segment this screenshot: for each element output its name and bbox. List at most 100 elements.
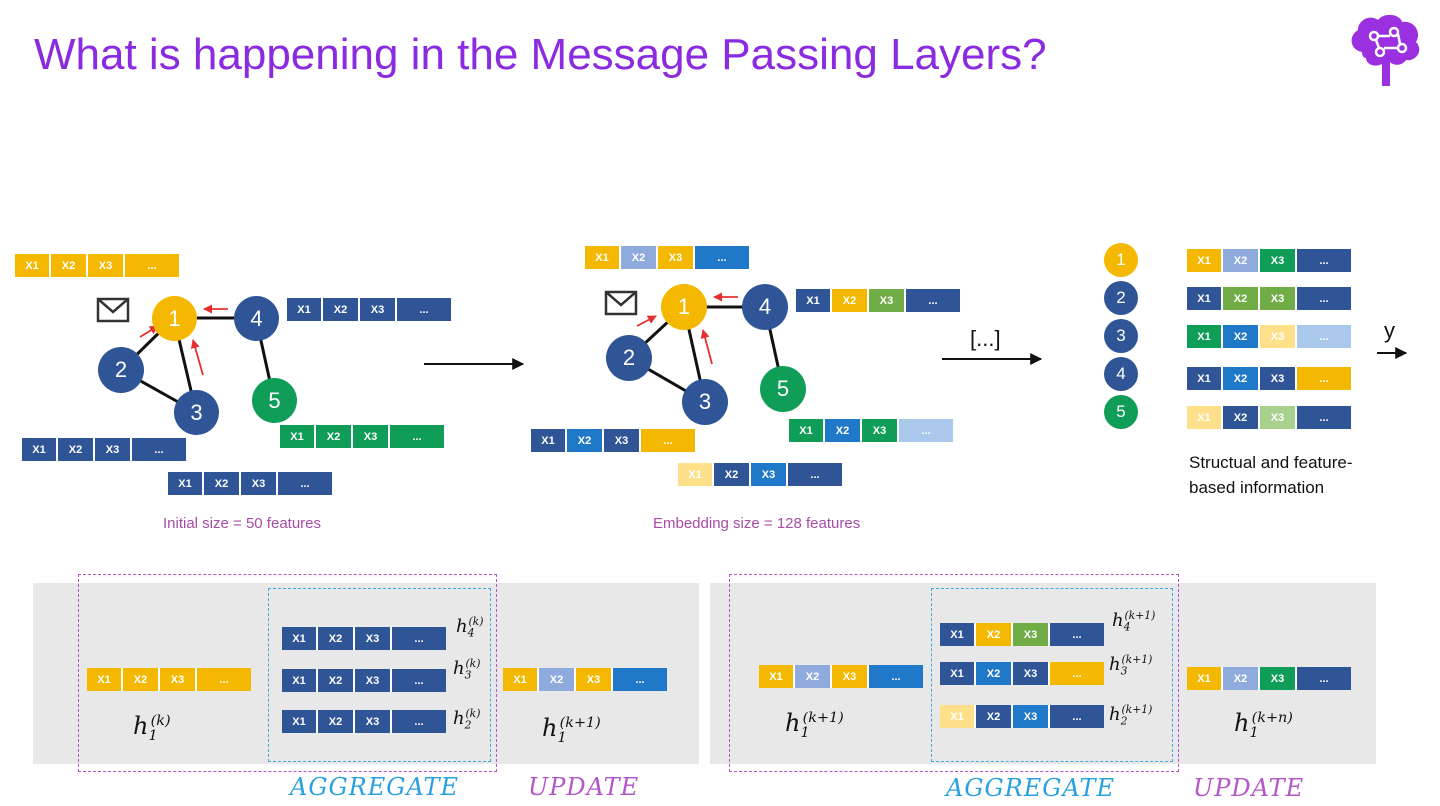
- h1-kn-label: h1(k+n): [1234, 709, 1300, 741]
- output-node-5: 5: [1104, 395, 1138, 429]
- vector-cell: X2: [1223, 406, 1260, 429]
- vector-cell: ...: [1050, 623, 1104, 646]
- embedding-vector: X1 X2 X3 ...: [585, 246, 749, 269]
- vector-cell: ...: [869, 665, 923, 688]
- embedding-vector: X1 X2 X3 ...: [531, 429, 695, 452]
- math-index: 3: [1120, 664, 1128, 678]
- math-index: 1: [800, 724, 810, 741]
- vector-cell: X2: [621, 246, 658, 269]
- feature-vector: X1 X2 X3 ...: [287, 298, 451, 321]
- h1-k1-label: h1(k+1): [785, 709, 851, 741]
- h4-k-label: h4(k): [456, 615, 489, 640]
- vector-cell: X1: [1187, 287, 1223, 310]
- vector-cell: ...: [788, 463, 842, 486]
- embedding-vector: X1 X2 X3 ...: [796, 289, 960, 312]
- vector-cell: ...: [1297, 325, 1351, 348]
- vector-cell: X2: [567, 429, 604, 452]
- vector-cell: X3: [832, 665, 869, 688]
- vector-cell: X2: [316, 425, 353, 448]
- aggregate-outline: [268, 588, 491, 762]
- h2-k-label: h2(k): [453, 707, 486, 732]
- vector-cell: X2: [123, 668, 160, 691]
- vector-cell: X1: [1187, 667, 1223, 690]
- math-index: 2: [1120, 714, 1128, 728]
- vector-cell: X2: [825, 419, 862, 442]
- vector-cell: X3: [869, 289, 906, 312]
- output-vector: X1 X2 X3 ...: [1187, 367, 1351, 390]
- vector-cell: X2: [976, 705, 1013, 728]
- vector-cell: X2: [204, 472, 241, 495]
- feature-vector: X1 X2 X3 ...: [15, 254, 179, 277]
- vector-cell: ...: [1297, 249, 1351, 272]
- math-layer: (k+1): [1124, 609, 1156, 622]
- vector-cell: ...: [906, 289, 960, 312]
- vector-cell: X2: [1223, 287, 1260, 310]
- output-vector: X1 X2 X3 ...: [1187, 287, 1351, 310]
- feature-vector: X1 X2 X3 ...: [280, 425, 444, 448]
- vector-cell: X3: [658, 246, 695, 269]
- feature-vector: X1 X2 X3 ...: [168, 472, 332, 495]
- vector-cell: X1: [585, 246, 621, 269]
- aggregate-label: AGGREGATE: [946, 774, 1115, 802]
- vector-cell: X1: [282, 627, 318, 650]
- output-vector: X1 X2 X3 ...: [1187, 406, 1351, 429]
- math-layer: (k+n): [1251, 710, 1293, 726]
- vector-cell: X3: [95, 438, 132, 461]
- math-layer: (k+1): [559, 715, 601, 731]
- vector-cell: X3: [355, 669, 392, 692]
- vector-cell: X2: [1223, 249, 1260, 272]
- h2-k-vector: X1 X2 X3 ...: [282, 710, 446, 733]
- brain-circuit-icon: [1351, 14, 1420, 87]
- vector-cell: X2: [1223, 667, 1260, 690]
- vector-cell: ...: [392, 627, 446, 650]
- aggregate-update-outline: [729, 574, 1179, 772]
- vector-cell: ...: [397, 298, 451, 321]
- aggregate-label: AGGREGATE: [290, 773, 459, 801]
- h3-k1-vector: X1 X2 X3 ...: [940, 662, 1104, 685]
- graph2-node-4: 4: [742, 284, 788, 330]
- vector-cell: X1: [678, 463, 714, 486]
- vector-cell: X3: [1260, 287, 1297, 310]
- vector-cell: ...: [1297, 367, 1351, 390]
- vector-cell: X3: [353, 425, 390, 448]
- embedding-size-caption: Embedding size = 128 features: [653, 515, 861, 532]
- vector-cell: X1: [87, 668, 123, 691]
- vector-cell: X1: [282, 710, 318, 733]
- vector-cell: X3: [1013, 705, 1050, 728]
- output-node-2: 2: [1104, 281, 1138, 315]
- vector-cell: X3: [355, 627, 392, 650]
- structural-info-line1: Structual and feature-: [1189, 453, 1353, 472]
- output-node-1: 1: [1104, 243, 1138, 277]
- math-layer: (k+1): [1121, 703, 1153, 716]
- vector-cell: X1: [22, 438, 58, 461]
- vector-cell: X1: [759, 665, 795, 688]
- embedding-vector: X1 X2 X3 ...: [678, 463, 842, 486]
- h3-k-vector: X1 X2 X3 ...: [282, 669, 446, 692]
- math-symbol: h: [1112, 610, 1124, 631]
- graph1-node-3: 3: [174, 390, 219, 435]
- vector-cell: ...: [392, 710, 446, 733]
- vector-cell: X3: [241, 472, 278, 495]
- h1-k1-vector: X1 X2 X3 ...: [503, 668, 667, 691]
- math-layer: (k): [465, 707, 481, 720]
- vector-cell: X1: [280, 425, 316, 448]
- math-symbol: h: [456, 616, 468, 637]
- vector-cell: ...: [1297, 406, 1351, 429]
- vector-cell: ...: [1297, 287, 1351, 310]
- vector-cell: X2: [58, 438, 95, 461]
- output-vector: X1 X2 X3 ...: [1187, 325, 1351, 348]
- vector-cell: ...: [695, 246, 749, 269]
- math-symbol: h: [542, 714, 558, 742]
- h2-k1-vector: X1 X2 X3 ...: [940, 705, 1104, 728]
- vector-cell: X1: [503, 668, 539, 691]
- vector-cell: X2: [51, 254, 88, 277]
- vector-cell: X1: [940, 623, 976, 646]
- envelope-icon: [604, 290, 638, 316]
- vector-cell: ...: [278, 472, 332, 495]
- vector-cell: X2: [795, 665, 832, 688]
- math-symbol: h: [1234, 709, 1250, 737]
- vector-cell: X3: [160, 668, 197, 691]
- vector-cell: X1: [789, 419, 825, 442]
- math-layer: (k+1): [802, 710, 844, 726]
- math-layer: (k+1): [1121, 653, 1153, 666]
